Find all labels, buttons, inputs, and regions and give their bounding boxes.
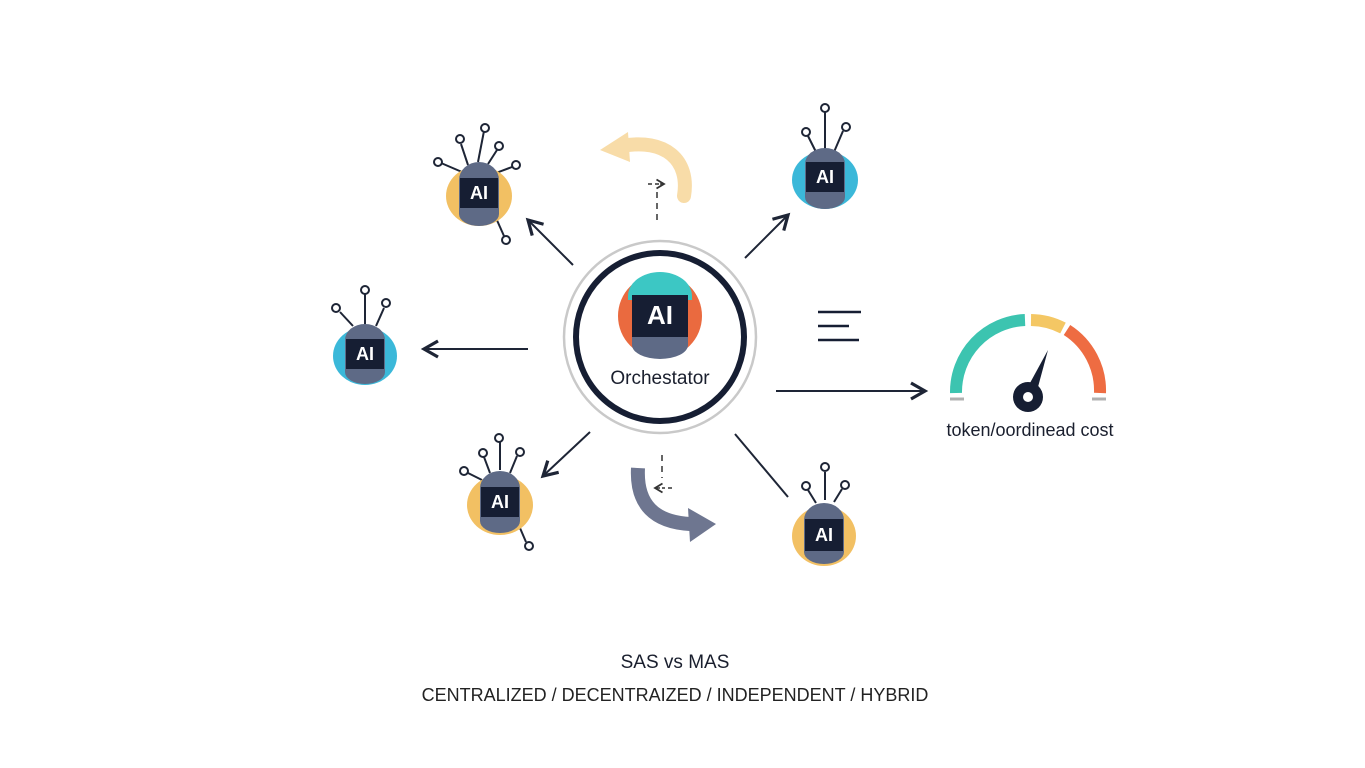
orchestrator-label: Orchestator — [610, 368, 710, 389]
connector-arrows — [420, 212, 929, 498]
agent-badge-bottom-left: AI — [491, 492, 509, 512]
menu-lines-icon — [818, 310, 861, 342]
agent-node-left[interactable] — [331, 285, 397, 385]
agent-badge-left: AI — [356, 344, 374, 364]
agent-badge-top-right: AI — [816, 167, 834, 187]
agent-node-top-right[interactable] — [792, 103, 858, 209]
agent-node-top-left[interactable] — [433, 123, 521, 245]
agent-badge-bottom-right: AI — [815, 525, 833, 545]
gauge-label: token/oordinead cost — [946, 420, 1114, 440]
agent-badge-top-left: AI — [470, 183, 488, 203]
agent-node-bottom-left[interactable] — [459, 433, 534, 551]
curved-arrow-top-icon — [600, 132, 692, 222]
footer-title: SAS vs MAS — [620, 652, 730, 673]
cost-gauge-icon — [949, 314, 1107, 412]
orchestrator-node[interactable] — [562, 239, 758, 435]
footer-subtitle: CENTRALIZED / DECENTRAIZED / INDEPENDENT… — [421, 685, 929, 705]
agent-node-bottom-right[interactable] — [792, 462, 856, 566]
curved-arrow-bottom-icon — [630, 455, 716, 542]
orchestrator-badge: AI — [647, 300, 673, 330]
